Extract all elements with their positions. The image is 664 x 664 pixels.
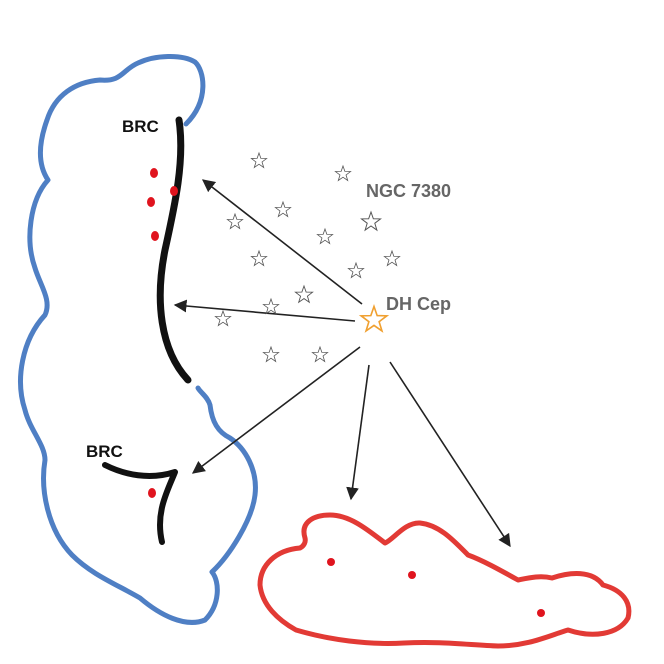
star-outline-icon bbox=[214, 310, 232, 326]
yso-dot bbox=[408, 571, 416, 579]
ionizing-star-icon bbox=[360, 305, 388, 332]
star-outline-icon bbox=[262, 346, 280, 362]
star-outline-icon bbox=[311, 346, 329, 362]
yso-dot bbox=[170, 186, 178, 196]
cluster-label: NGC 7380 bbox=[366, 181, 451, 201]
yso-dot bbox=[327, 558, 335, 566]
brc-rim-upper bbox=[156, 116, 192, 384]
brc-label-lower: BRC bbox=[86, 442, 123, 461]
radiation-arrow bbox=[201, 179, 363, 305]
star-outline-icon bbox=[360, 211, 382, 231]
ionizing-star-label: DH Cep bbox=[386, 294, 451, 314]
yso-dot bbox=[147, 197, 155, 207]
radiation-arrow bbox=[191, 346, 361, 474]
blue-cloud-outline bbox=[18, 54, 258, 625]
red-cloud-outline bbox=[257, 512, 632, 649]
star-outline-icon bbox=[274, 201, 292, 217]
star-outline-icon bbox=[226, 213, 244, 229]
star-outline-icon bbox=[294, 285, 314, 303]
brc-rim-lower bbox=[102, 462, 178, 545]
radiation-arrow bbox=[389, 361, 511, 548]
radiation-arrow bbox=[173, 299, 356, 322]
radiation-arrow bbox=[346, 364, 370, 501]
star-outline-icon bbox=[250, 152, 268, 168]
star-outline-icon bbox=[262, 298, 280, 314]
star-outline-icon bbox=[250, 250, 268, 266]
star-outline-icon bbox=[383, 250, 401, 266]
star-outline-icon bbox=[347, 262, 365, 278]
brc-label-upper: BRC bbox=[122, 117, 159, 136]
yso-dot bbox=[148, 488, 156, 498]
yso-dot bbox=[150, 168, 158, 178]
yso-dot bbox=[151, 231, 159, 241]
yso-dot bbox=[537, 609, 545, 617]
star-outline-icon bbox=[316, 228, 334, 244]
star-outline-icon bbox=[334, 165, 352, 181]
